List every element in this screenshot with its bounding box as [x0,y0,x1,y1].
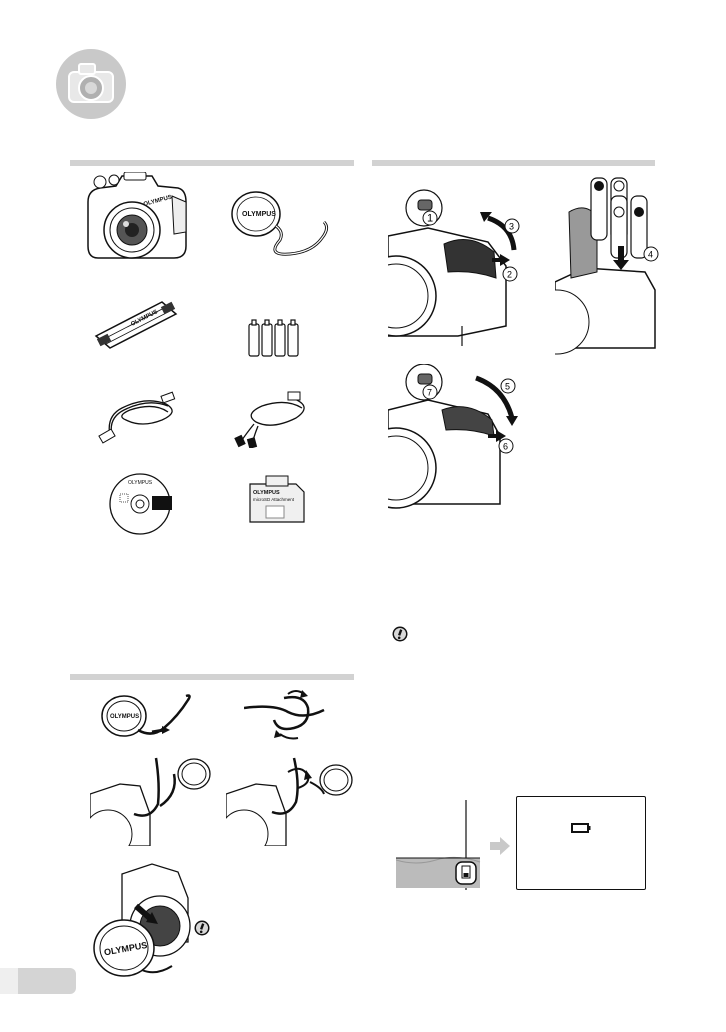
lens-cap-brand: OLYMPUS [242,211,276,218]
lens-cap-on-camera-figure: OLYMPUS [92,862,220,980]
usb-cable-figure [96,390,180,444]
lens-cap-figure: OLYMPUS [226,190,338,262]
lens-cap-attach-step2 [244,688,346,744]
cap-brand-step1: OLYMPUS [110,714,139,720]
camera-body-figure: OLYMPUS [82,172,190,264]
step-6-number: 6 [503,442,508,452]
monitor-screen [516,796,646,890]
page-number-tab [0,968,76,994]
battery-low-icon [571,820,591,833]
cd-rom-figure: OLYMPUS [108,472,172,536]
av-cable-figure [232,390,316,448]
microsd-attachment-figure: OLYMPUS microSD Attachment [248,474,306,524]
page-tab-accent [0,968,18,994]
step-4-number: 4 [648,250,653,260]
battery-insert-figure: 4 [555,172,659,356]
step-3-number: 3 [509,222,514,232]
microsd-label-1: OLYMPUS [253,490,280,496]
batteries-figure [246,318,302,358]
battery-section-rule [372,160,655,166]
battery-door-close-figure: 7 5 6 [388,364,530,514]
microsd-label-2: microSD Attachment [253,497,295,502]
section-camera-icon [55,48,127,120]
battery-door-open-figure: 1 3 2 [388,186,530,348]
strap-figure: OLYMPUS [92,296,180,350]
contents-section-rule [70,160,354,166]
step-2-number: 2 [507,270,512,280]
cd-brand: OLYMPUS [128,480,153,486]
step-1-number: 1 [427,213,433,225]
strap-section-rule [70,674,354,680]
lens-cap-attach-step4 [226,754,356,846]
right-arrow-icon [490,836,510,856]
step-7-number: 7 [427,388,432,398]
battery-indicator-figure [396,800,488,890]
caution-icon [392,626,408,642]
step-5-number: 5 [505,382,510,392]
caution-icon-lens-cap [194,920,210,936]
lens-cap-attach-step3 [90,754,218,846]
lens-cap-attach-step1: OLYMPUS [98,692,202,744]
